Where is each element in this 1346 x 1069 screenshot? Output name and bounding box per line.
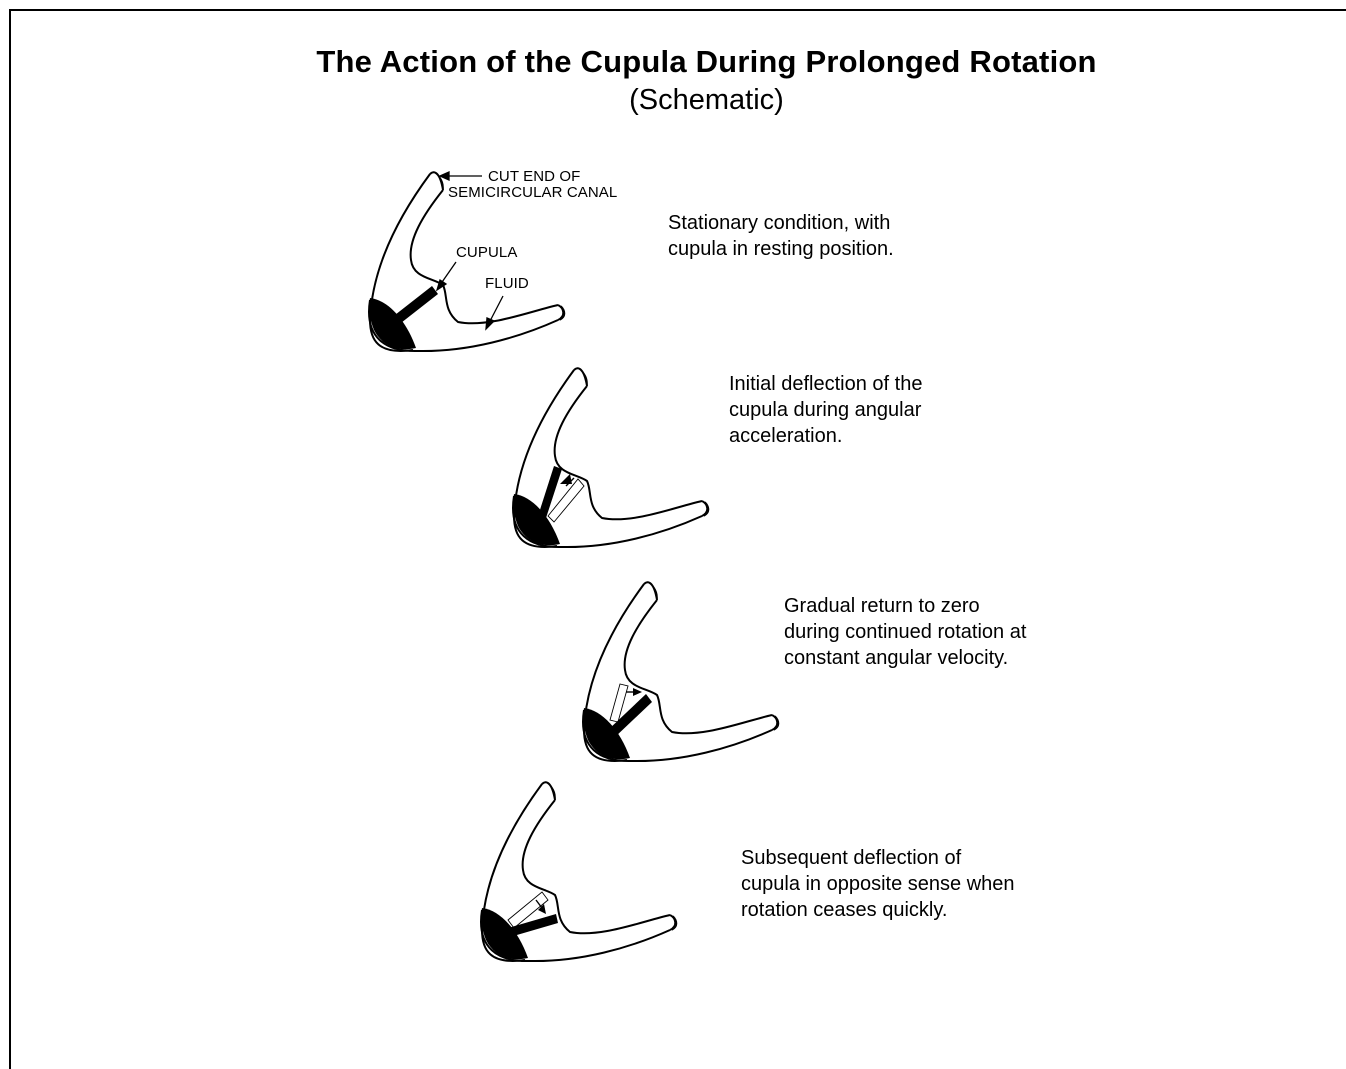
caption-line: Initial deflection of the [729, 371, 922, 397]
caption-line: cupula during angular [729, 397, 922, 423]
caption-line: cupula in opposite sense when [741, 871, 1015, 897]
stage-2-caption: Initial deflection of the cupula during … [729, 371, 922, 449]
cupula-label: CUPULA [456, 245, 517, 261]
cupula-deflected [538, 466, 562, 518]
stage-2-canal [513, 368, 709, 547]
stage-4-caption: Subsequent deflection of cupula in oppos… [741, 845, 1015, 923]
caption-line: Gradual return to zero [784, 593, 1026, 619]
semicircular-canal-label: SEMICIRCULAR CANAL [448, 185, 617, 201]
stage-1-caption: Stationary condition, with cupula in res… [668, 210, 894, 262]
caption-line: rotation ceases quickly. [741, 897, 1015, 923]
cut-end-label: CUT END OF [488, 169, 580, 185]
stage-4-canal [481, 782, 677, 961]
fluid-label: FLUID [485, 276, 529, 292]
stage-3-canal [583, 582, 779, 761]
caption-line: Subsequent deflection of [741, 845, 1015, 871]
caption-line: Stationary condition, with [668, 210, 894, 236]
caption-line: acceleration. [729, 423, 922, 449]
stage-3-caption: Gradual return to zero during continued … [784, 593, 1026, 671]
cupula-resting [386, 286, 438, 330]
caption-line: during continued rotation at [784, 619, 1026, 645]
cupula-returned [608, 694, 652, 738]
caption-line: cupula in resting position. [668, 236, 894, 262]
cupula-opposite [508, 914, 558, 937]
caption-line: constant angular velocity. [784, 645, 1026, 671]
